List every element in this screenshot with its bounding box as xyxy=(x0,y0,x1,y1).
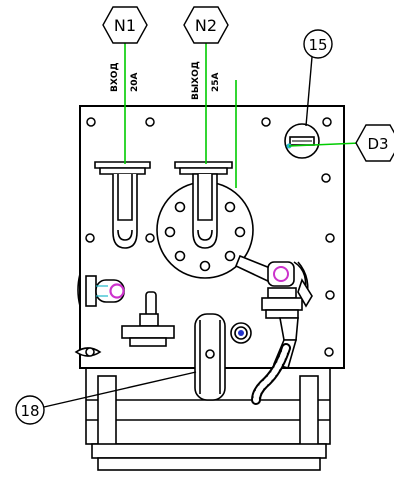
inlet-terminal xyxy=(94,161,151,249)
gauge xyxy=(284,123,320,159)
callout-15: 15 xyxy=(303,29,333,59)
braided-hose xyxy=(251,343,291,405)
outlet-stem xyxy=(192,173,218,249)
left-latch xyxy=(77,273,125,307)
callout-n2: N2 xyxy=(183,6,229,44)
black-leaders xyxy=(43,56,313,408)
bottom-left-nut xyxy=(74,347,102,357)
central-clamp xyxy=(194,313,226,401)
inlet-amp-label: 20А xyxy=(130,72,140,92)
toggle-switch xyxy=(121,291,175,347)
callout-n1: N1 xyxy=(102,6,148,44)
callout-d3: D3 xyxy=(355,124,394,162)
magenta-ring xyxy=(109,283,125,299)
outlet-amp-label: 25А xyxy=(211,72,221,92)
plate-bolts xyxy=(85,117,335,357)
callout-n1-label: N1 xyxy=(114,16,136,35)
outlet-terminal xyxy=(174,161,233,175)
callout-d3-label: D3 xyxy=(367,135,388,153)
outlet-word-label: ВЫХОД xyxy=(191,61,201,100)
callout-18-label: 18 xyxy=(20,402,39,420)
blue-dot xyxy=(238,330,244,336)
callout-n2-label: N2 xyxy=(195,16,217,35)
callout-18: 18 xyxy=(15,395,45,425)
callout-15-label: 15 xyxy=(308,36,327,54)
port-labels: ВХОД 20А ВЫХОД 25А xyxy=(110,61,221,100)
indicator-port xyxy=(230,322,252,344)
inlet-word-label: ВХОД xyxy=(110,63,120,92)
